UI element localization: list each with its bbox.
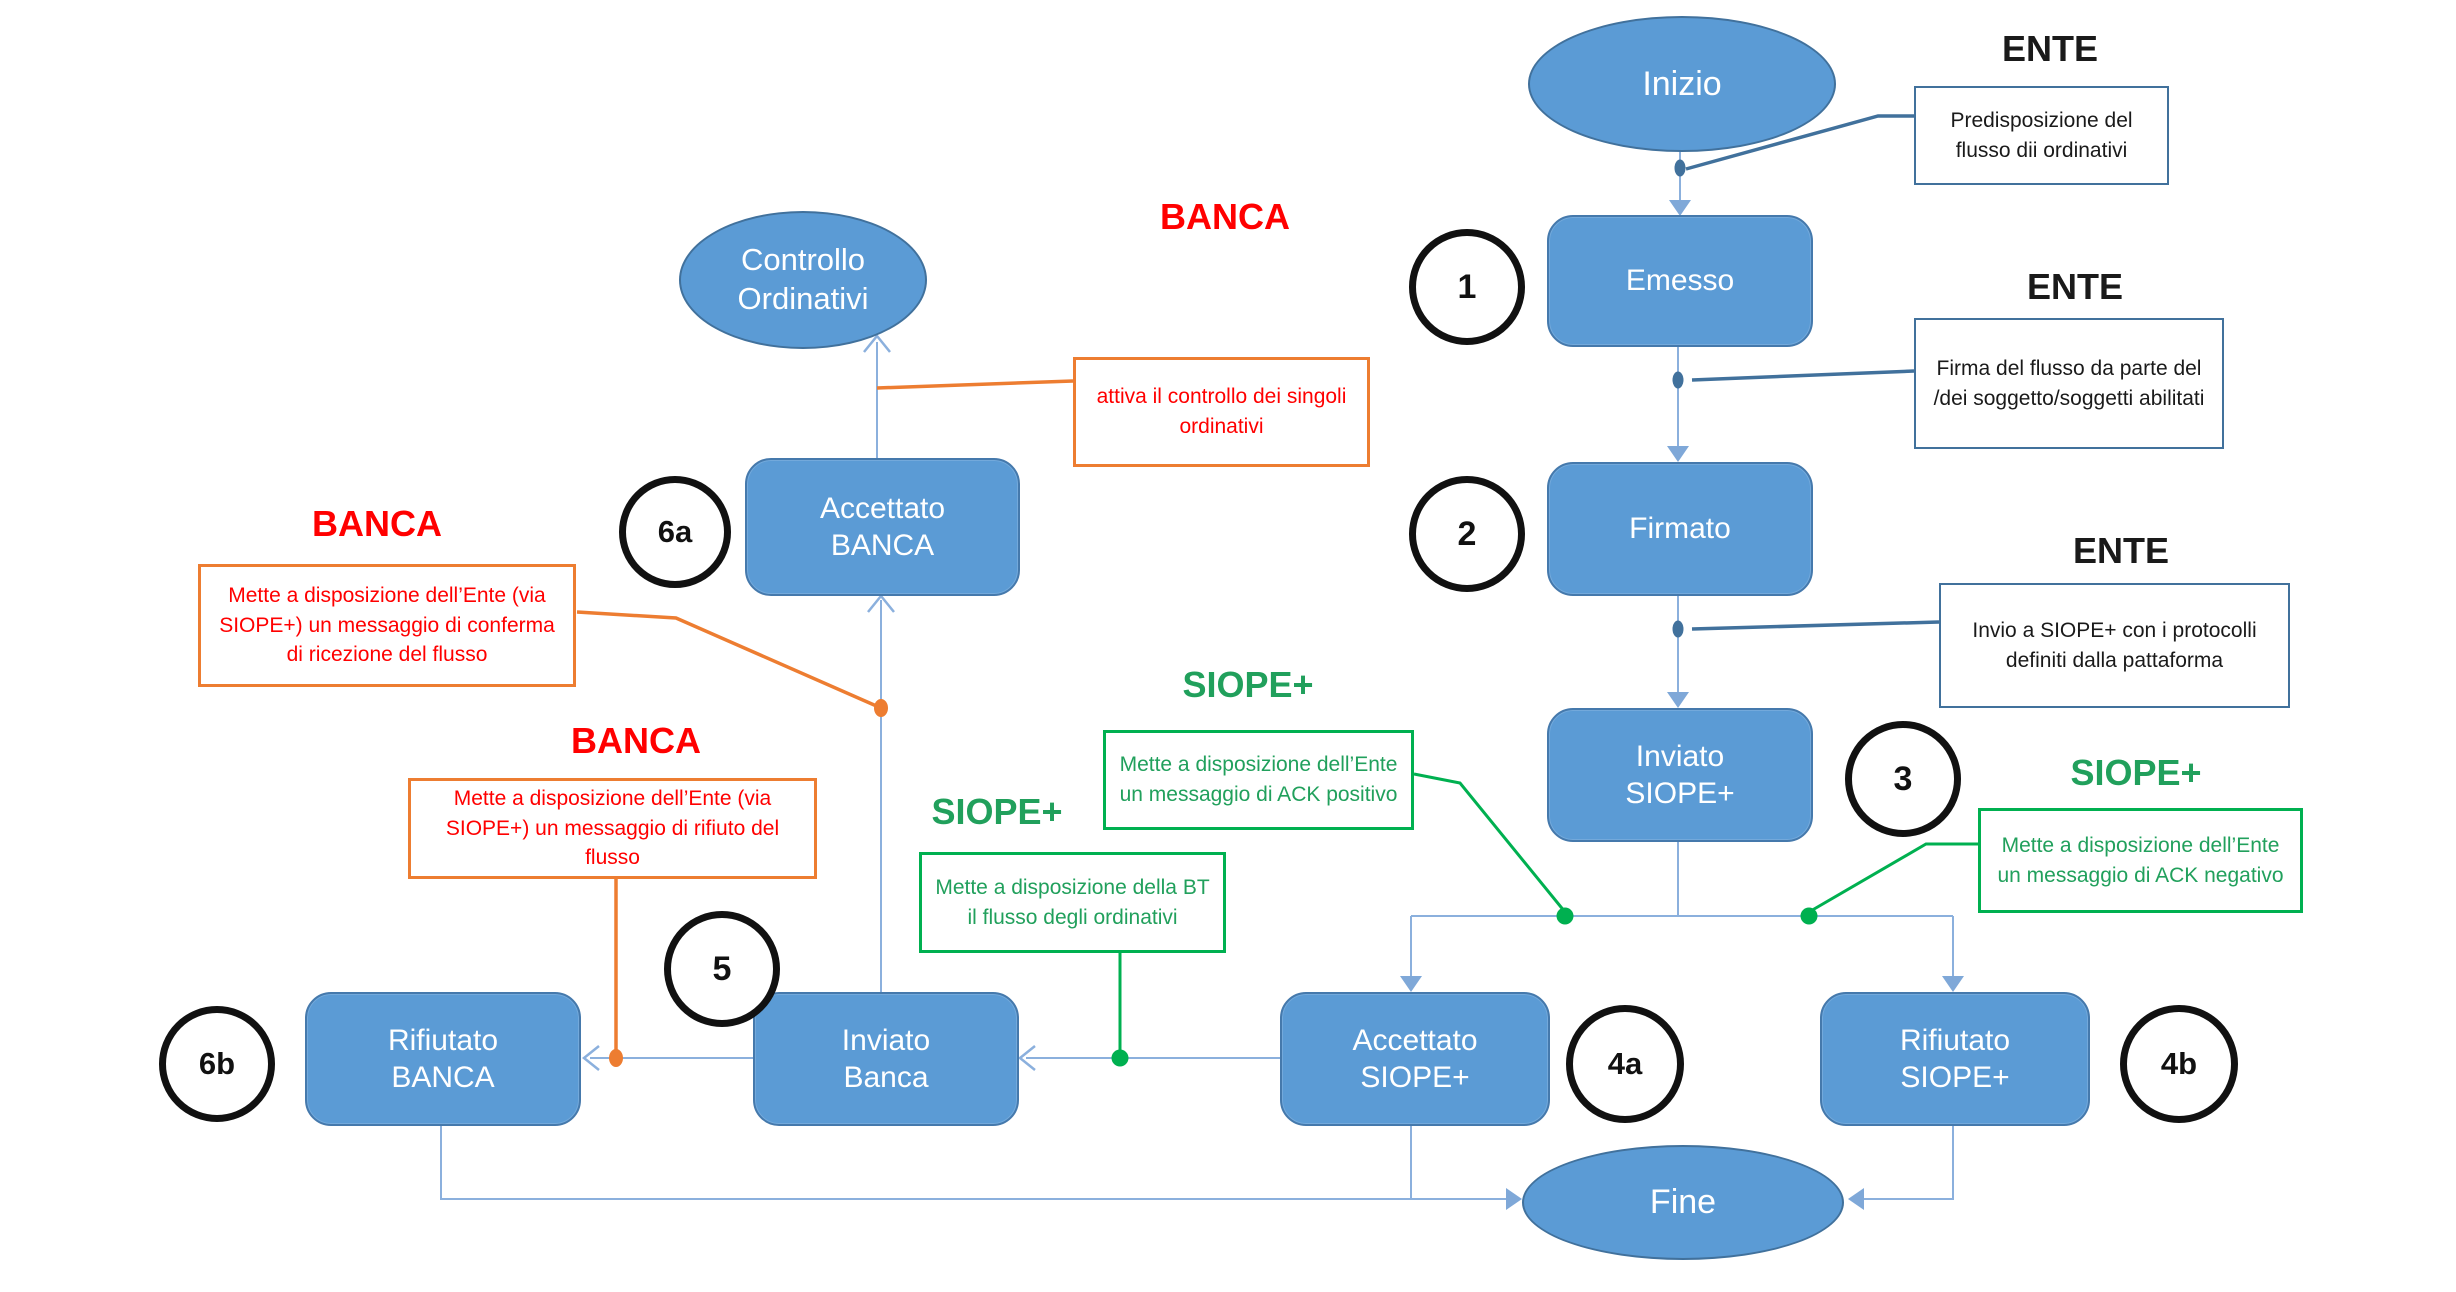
dot-ente-3 [1672, 620, 1684, 638]
arrowheads-filled [1400, 200, 1964, 1210]
node-controllo-ordinativi: Controllo Ordinativi [679, 211, 927, 349]
step-3: 3 [1845, 721, 1961, 837]
step-5: 5 [664, 911, 780, 1027]
step-label: 4b [2160, 1046, 2198, 1081]
note-siope-ack-positivo: Mette a disposizione dell’Ente un messag… [1103, 730, 1414, 830]
node-label: BANCA [830, 529, 935, 562]
step-label: 5 [712, 949, 732, 988]
node-inizio: Inizio [1528, 16, 1836, 152]
node-label: Rifiutato [1899, 1023, 2011, 1057]
node-accettato-banca: Accettato BANCA [745, 458, 1020, 596]
step-label: 2 [1457, 514, 1477, 553]
edge-rifiutato-banca-fine [440, 1122, 1506, 1200]
dot-banca-conferma [874, 699, 888, 717]
note-banca-rifiuto: Mette a disposizione dell’Ente (via SIOP… [408, 778, 817, 879]
label-ente-predisposizione: ENTE [2001, 28, 2098, 69]
note-ente-firma: Firma del flusso da parte del /dei sogge… [1914, 318, 2224, 449]
label-ente-invio: ENTE [2072, 530, 2169, 571]
step-label: 6a [657, 514, 693, 549]
leader-siope-ack-positivo [1413, 772, 1567, 913]
chevron-accettato-banca [867, 594, 895, 613]
label-banca-controllo: BANCA [1160, 196, 1290, 237]
node-label: Banca [843, 1061, 929, 1094]
dot-siope-negativo [1800, 907, 1818, 925]
note-banca-conferma: Mette a disposizione dell’Ente (via SIOP… [198, 564, 576, 687]
step-1: 1 [1409, 229, 1525, 345]
dot-siope-bt [1111, 1049, 1129, 1067]
step-label: 3 [1893, 759, 1913, 798]
arrowhead-accettato-siope [1400, 976, 1422, 992]
node-inviato-banca: Inviato Banca [753, 992, 1019, 1126]
step-6b: 6b [159, 1006, 275, 1122]
chevron-inviato-banca [1017, 1045, 1036, 1071]
node-accettato-siope: Accettato SIOPE+ [1280, 992, 1550, 1126]
node-label: Inizio [1642, 64, 1722, 103]
node-label: SIOPE+ [1625, 777, 1735, 810]
dot-ente-2 [1672, 371, 1684, 389]
note-siope-ack-negativo: Mette a disposizione dell’Ente un messag… [1978, 808, 2303, 913]
junction-dots [609, 159, 1818, 1067]
step-2: 2 [1409, 476, 1525, 592]
arrowheads-chevron [581, 334, 1036, 1071]
flow-lines [440, 149, 1954, 1200]
arrowhead-fine-right [1848, 1188, 1864, 1210]
node-label: Firmato [1629, 512, 1731, 546]
label-ente-firma: ENTE [2026, 266, 2123, 307]
arrowhead-inviato-siope [1667, 692, 1689, 708]
step-label: 4a [1607, 1046, 1643, 1081]
node-rifiutato-siope: Rifiutato SIOPE+ [1820, 992, 2090, 1126]
node-label: Accettato [819, 491, 946, 525]
arrowhead-rifiutato-siope [1942, 976, 1964, 992]
step-4b: 4b [2120, 1005, 2238, 1123]
dot-siope-positivo [1556, 907, 1574, 925]
edge-rifiutato-siope-fine [1864, 1122, 1954, 1200]
node-rifiutato-banca: Rifiutato BANCA [305, 992, 581, 1126]
dot-banca-rifiuto [609, 1049, 623, 1067]
ente-leaders [1685, 114, 1940, 631]
label-siope-ack-negativo: SIOPE+ [2070, 752, 2202, 793]
arrowhead-emesso [1669, 200, 1691, 216]
label-banca-rifiuto: BANCA [571, 720, 701, 761]
leader-ente-invio [1691, 620, 1940, 631]
dot-ente-1 [1674, 159, 1686, 177]
node-inviato-siope: Inviato SIOPE+ [1547, 708, 1813, 842]
label-banca-conferma: BANCA [312, 503, 442, 544]
note-siope-bt: Mette a disposizione della BT il flusso … [919, 852, 1226, 953]
note-ente-invio: Invio a SIOPE+ con i protocolli definiti… [1939, 583, 2290, 708]
node-label: Inviato [841, 1023, 931, 1057]
node-label: Controllo [740, 242, 866, 278]
leader-ente-firma [1691, 369, 1915, 382]
node-label: Fine [1649, 1183, 1717, 1222]
node-fine: Fine [1522, 1145, 1844, 1260]
step-4a: 4a [1566, 1005, 1684, 1123]
chevron-controllo [863, 334, 891, 353]
node-emesso: Emesso [1547, 215, 1813, 347]
node-label: SIOPE+ [1900, 1061, 2010, 1094]
step-label: 6b [198, 1046, 236, 1081]
node-label: Ordinativi [737, 281, 869, 316]
node-label: BANCA [391, 1061, 495, 1094]
node-label: Rifiutato [387, 1023, 499, 1057]
leader-siope-ack-negativo [1808, 842, 1978, 914]
leader-banca-controllo [876, 379, 1074, 390]
label-siope-bt: SIOPE+ [931, 791, 1063, 832]
arrowhead-fine-left [1506, 1188, 1522, 1210]
node-label: Emesso [1625, 264, 1735, 298]
node-label: SIOPE+ [1360, 1061, 1470, 1094]
label-siope-ack-positivo: SIOPE+ [1182, 664, 1314, 705]
node-label: Inviato [1635, 739, 1725, 773]
banca-leaders [576, 379, 1074, 1056]
step-label: 1 [1457, 267, 1477, 306]
note-banca-controllo: attiva il controllo dei singoli ordinati… [1073, 357, 1370, 467]
node-label: Accettato [1352, 1023, 1478, 1057]
siope-leaders [1118, 772, 1978, 1054]
leader-ente-predisposizione [1685, 114, 1914, 171]
chevron-rifiutato-banca [581, 1045, 600, 1071]
arrowhead-firmato [1667, 446, 1689, 462]
node-firmato: Firmato [1547, 462, 1813, 596]
leader-banca-conferma [576, 610, 882, 710]
step-6a: 6a [619, 476, 731, 588]
note-ente-predisposizione: Predisposizione del flusso dii ordinativ… [1914, 86, 2169, 185]
